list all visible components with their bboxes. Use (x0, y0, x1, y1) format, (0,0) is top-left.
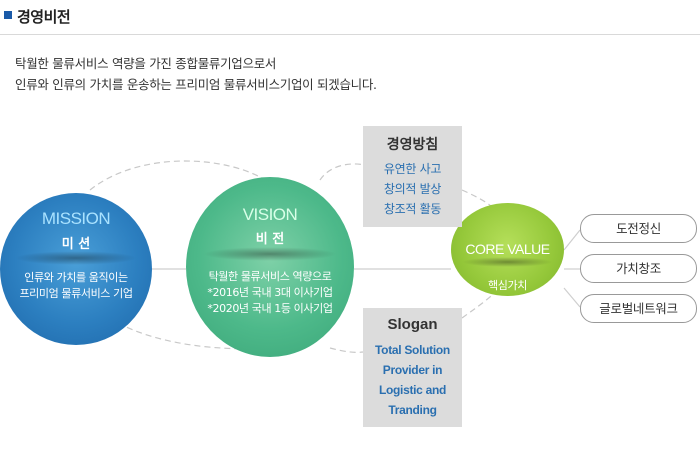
title-bullet-icon (4, 11, 12, 19)
mission-line-2: 프리미엄 물류서비스 기업 (19, 287, 133, 300)
page-title-bar: 경영비전 (0, 0, 700, 35)
arc-top-right (461, 189, 498, 213)
intro-line-1: 탁월한 물류서비스 역량을 가진 종합물류기업으로서 (15, 56, 277, 71)
line-core-value-3 (563, 287, 581, 308)
vision-circle: VISION 비 전 탁월한 물류서비스 역량으로 *2016년 국내 3대 이… (186, 177, 354, 357)
mission-circle: MISSION 미 션 인류와 가치를 움직이는 프리미엄 물류서비스 기업 (0, 193, 152, 345)
policy-title: 경영방침 (386, 137, 439, 153)
mission-divider (15, 251, 137, 265)
policy-items: 유연한 사고 창의적 발상 창조적 활동 (363, 159, 462, 219)
arc-bottom-mid (329, 347, 364, 353)
policy-item: 창의적 발상 (383, 182, 442, 196)
slogan-title: Slogan (387, 316, 438, 333)
policy-item: 창조적 활동 (383, 202, 442, 216)
mission-ko-title: 미 션 (61, 237, 91, 252)
vision-text: 탁월한 물류서비스 역량으로 *2016년 국내 3대 이사기업 *2020년 … (186, 269, 354, 317)
vision-line-3: *2020년 국내 1등 이사기업 (207, 302, 333, 315)
arc-top-mid (319, 163, 366, 181)
slogan-item: Logistic and (378, 383, 447, 397)
value-pill-global-network: 글로벌네트워크 (580, 294, 697, 323)
slogan-box: Slogan Total Solution Provider in Logist… (363, 308, 462, 427)
mission-en-title: MISSION (41, 209, 111, 228)
core-en-title: CORE VALUE (465, 241, 550, 257)
slogan-items: Total Solution Provider in Logistic and … (363, 340, 462, 420)
vision-en-title: VISION (242, 205, 298, 224)
vision-ko-title: 비 전 (255, 232, 285, 247)
vision-line-2: *2016년 국내 3대 이사기업 (207, 286, 333, 299)
vision-divider (202, 247, 338, 261)
core-ko-title: 핵심가치 (488, 279, 527, 292)
mission-line-1: 인류와 가치를 움직이는 (24, 271, 128, 284)
line-core-value-1 (563, 229, 581, 251)
value-pill-value-creation: 가치창조 (580, 254, 697, 283)
slogan-item: Tranding (388, 403, 437, 417)
core-divider (462, 257, 553, 267)
policy-box: 경영방침 유연한 사고 창의적 발상 창조적 활동 (363, 126, 462, 227)
slogan-item: Total Solution (375, 343, 450, 357)
slogan-item: Provider in (382, 363, 443, 377)
policy-item: 유연한 사고 (383, 162, 442, 176)
arc-top-left (89, 160, 271, 191)
core-value-circle: CORE VALUE 핵심가치 (451, 203, 564, 296)
value-pill-challenge: 도전정신 (580, 214, 697, 243)
intro-text: 탁월한 물류서비스 역량을 가진 종합물류기업으로서 인류와 인류의 가치를 운… (15, 53, 377, 95)
vision-line-1: 탁월한 물류서비스 역량으로 (208, 270, 332, 283)
page-title: 경영비전 (17, 8, 71, 26)
mission-text: 인류와 가치를 움직이는 프리미엄 물류서비스 기업 (0, 270, 152, 302)
intro-line-2: 인류와 인류의 가치를 운송하는 프리미엄 물류서비스기업이 되겠습니다. (15, 77, 377, 92)
